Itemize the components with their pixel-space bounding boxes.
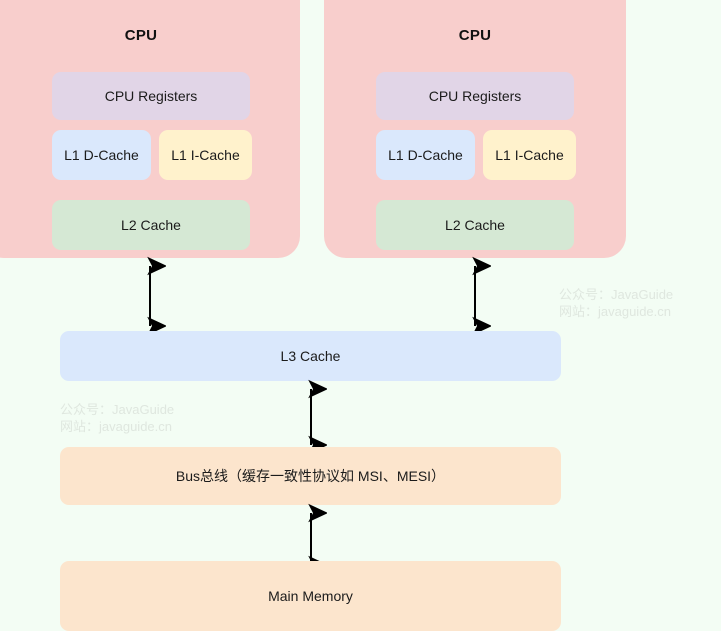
watermark-line2: 网站：javaguide.cn (60, 419, 172, 434)
cpu-container-1: CPU CPU Registers L1 D-Cache L1 I-Cache … (0, 0, 300, 258)
l2-cache-2: L2 Cache (376, 200, 574, 250)
cpu-title-2: CPU (458, 27, 492, 44)
watermark-mid-left: 公众号：JavaGuide 网站：javaguide.cn (60, 401, 174, 435)
watermark-line2: 网站：javaguide.cn (559, 304, 671, 319)
watermark-line1: 公众号：JavaGuide (60, 402, 175, 417)
arrow-l3-to-bus (308, 379, 327, 455)
l1-i-cache-2: L1 I-Cache (483, 130, 576, 180)
cpu-registers-2: CPU Registers (376, 72, 574, 120)
l2-cache-1: L2 Cache (52, 200, 250, 250)
watermark-line1: 公众号：JavaGuide (559, 287, 674, 302)
cpu-registers-1: CPU Registers (52, 72, 250, 120)
cpu-container-2: CPU CPU Registers L1 D-Cache L1 I-Cache … (324, 0, 626, 258)
l3-cache: L3 Cache (60, 331, 561, 381)
bus-bar: Bus总线（缓存一致性协议如 MSI、MESI） (60, 447, 561, 505)
l1-d-cache-1: L1 D-Cache (52, 130, 151, 180)
l1-i-cache-1: L1 I-Cache (159, 130, 252, 180)
cpu-title-1: CPU (124, 27, 158, 44)
l1-d-cache-2: L1 D-Cache (376, 130, 475, 180)
watermark-top-right: 公众号：JavaGuide 网站：javaguide.cn (559, 286, 673, 320)
main-memory: Main Memory (60, 561, 561, 631)
arrow-bus-to-memory (308, 503, 327, 575)
arrow-cpu2-to-l3 (472, 256, 491, 336)
arrow-cpu1-to-l3 (147, 256, 166, 336)
